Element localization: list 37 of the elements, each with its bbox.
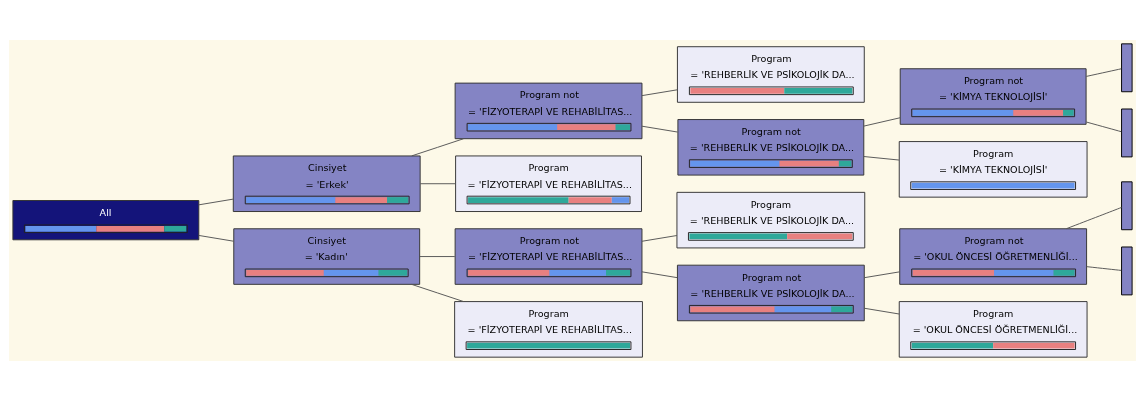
node-box: Program not = 'FİZYOTERAPİ VE REHABİLİTAS...	[454, 228, 643, 285]
connector	[198, 198, 234, 206]
connector	[641, 271, 678, 279]
node-box: Program not = 'FİZYOTERAPİ VE REHABİLİTAS...	[454, 82, 643, 140]
connector	[1086, 266, 1122, 271]
connector	[419, 183, 456, 185]
node-box: Program = 'REHBERLİK VE PSİKOLOJİK DA...	[676, 46, 865, 103]
node-box: Program = 'REHBERLİK VE PSİKOLOJİK DA...	[676, 191, 866, 249]
connector	[411, 283, 465, 303]
node-box	[1121, 246, 1133, 296]
connector	[1085, 68, 1122, 77]
connector	[419, 256, 456, 258]
node-box: Program = 'FİZYOTERAPİ VE REHABİLİTAS...	[455, 155, 642, 212]
node-box	[1121, 43, 1133, 93]
node-box: Cinsiyet = 'Erkek'	[232, 155, 421, 212]
node-box: Program = 'KİMYA TEKNOLOJİSİ'	[898, 141, 1088, 198]
node-box	[1121, 108, 1133, 158]
connector	[863, 156, 900, 161]
node-box: Program not = 'OKUL ÖNCESİ ÖĞRETMENLİĞİ...	[899, 228, 1088, 285]
node-box: Program = 'FİZYOTERAPİ VE REHABİLİTAS...	[454, 301, 643, 358]
node-box: Program = 'OKUL ÖNCESİ ÖĞRETMENLİĞİ...	[898, 301, 1088, 358]
node-box: Program not = 'REHBERLİK VE PSİKOLOJİK DA...	[677, 119, 865, 176]
connector	[411, 138, 465, 157]
node-box: Cinsiyet = 'Kadın'	[233, 228, 421, 285]
connector	[198, 235, 235, 242]
connector	[641, 125, 679, 133]
connector	[641, 89, 678, 97]
node-box	[1121, 181, 1133, 231]
connector	[863, 307, 900, 315]
node-box: Program not = 'KİMYA TEKNOLOJİSİ'	[899, 68, 1087, 125]
connector	[863, 117, 901, 127]
connector	[641, 235, 678, 242]
connector	[863, 271, 901, 279]
node-box: Program not = 'REHBERLİK VE PSİKOLOJİK DA...	[676, 264, 865, 322]
connector	[1066, 207, 1122, 230]
node-box: All	[12, 200, 200, 241]
connector	[1085, 121, 1122, 133]
